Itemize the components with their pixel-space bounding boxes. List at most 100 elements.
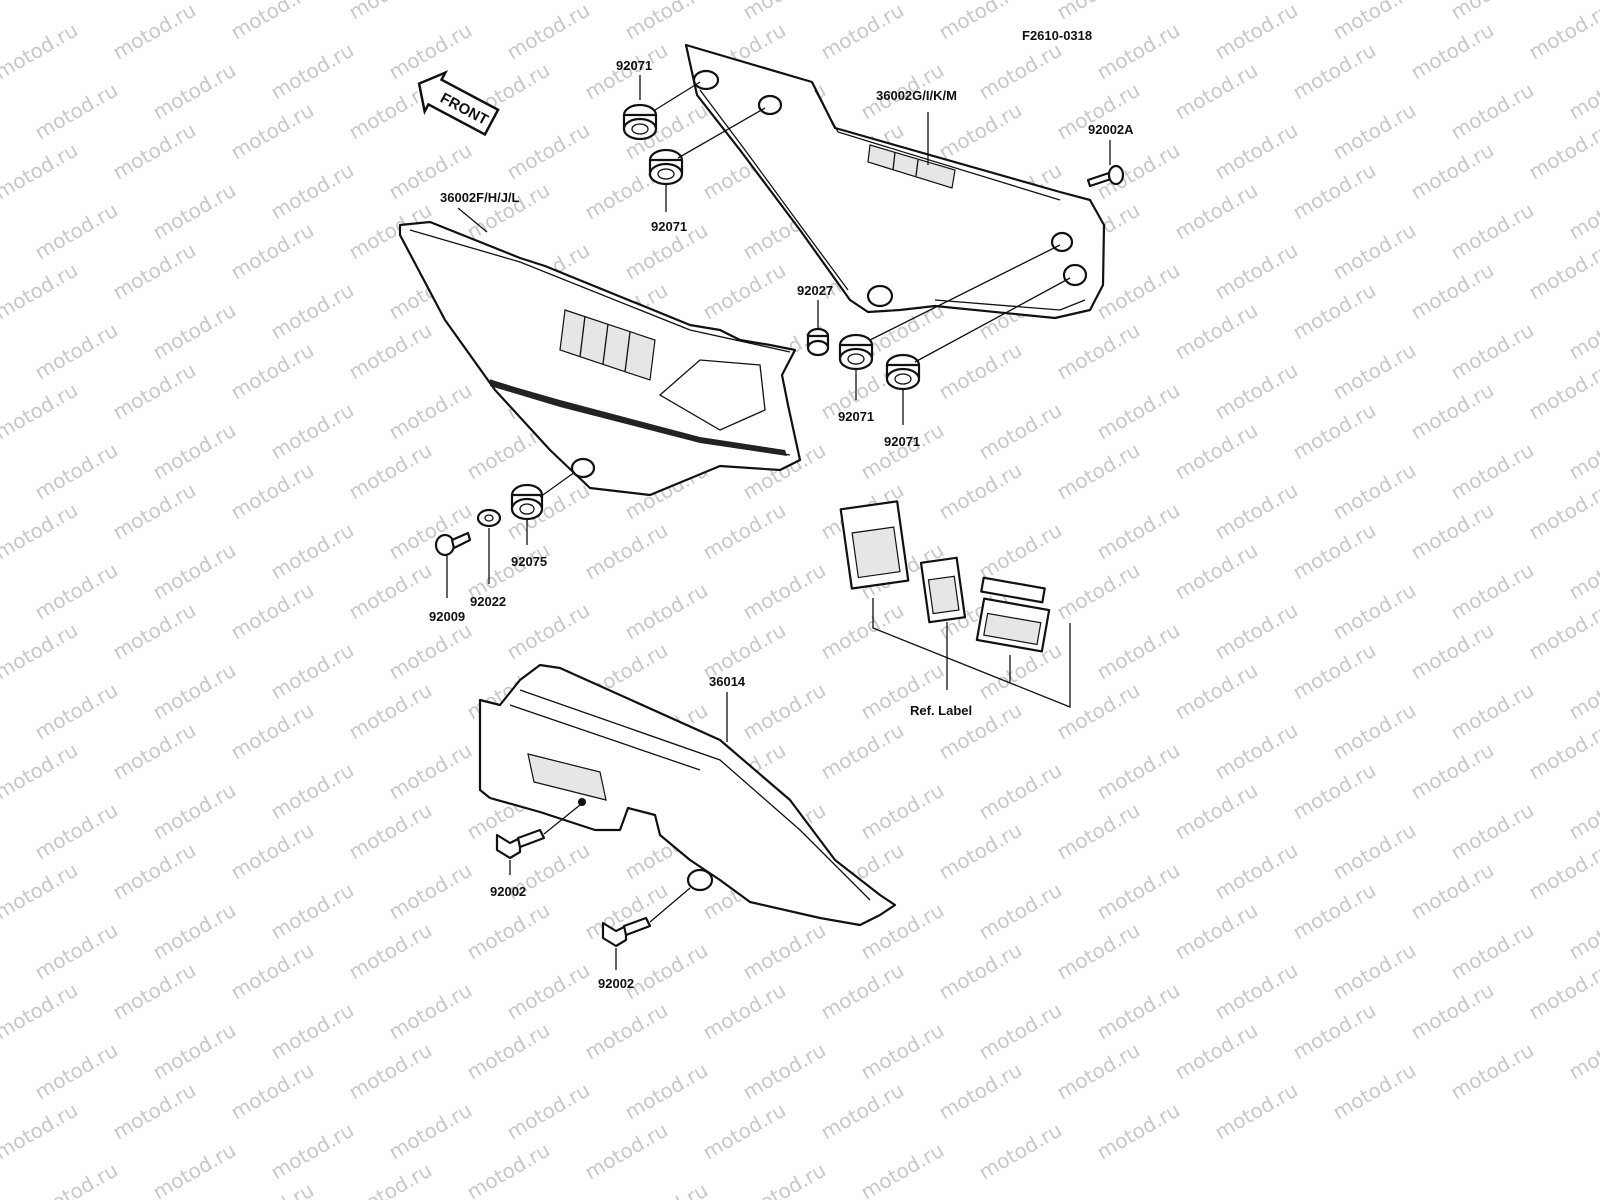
watermark-text: motod.ru (1407, 978, 1498, 1045)
watermark-text: motod.ru (1211, 238, 1302, 305)
watermark-text: motod.ru (1211, 1078, 1302, 1145)
watermark-text: motod.ru (267, 758, 358, 825)
watermark-text: motod.ru (935, 0, 1026, 44)
callout-92075: 92075 (511, 554, 547, 569)
watermark-text: motod.ru (1171, 178, 1262, 245)
watermark-text: motod.ru (149, 298, 240, 365)
watermark-text: motod.ru (1565, 898, 1600, 965)
watermark-text: motod.ru (857, 0, 948, 4)
watermark-text: motod.ru (149, 418, 240, 485)
watermark-text: motod.ru (31, 318, 122, 385)
watermark-text: motod.ru (1211, 358, 1302, 425)
watermark-text: motod.ru (1447, 318, 1538, 385)
watermark-text: motod.ru (109, 1078, 200, 1145)
watermark-text: motod.ru (1211, 478, 1302, 545)
decal-group (839, 500, 1051, 653)
watermark-text: motod.ru (0, 18, 82, 85)
watermark-text: motod.ru (1171, 538, 1262, 605)
watermark-text: motod.ru (109, 0, 200, 64)
watermark-text: motod.ru (1093, 258, 1184, 325)
watermark-text: motod.ru (1329, 818, 1420, 885)
watermark-text: motod.ru (385, 618, 476, 685)
watermark-text: motod.ru (817, 598, 908, 665)
watermark-text: motod.ru (267, 38, 358, 105)
washer-92022 (476, 508, 502, 528)
watermark-text: motod.ru (975, 998, 1066, 1065)
watermark-text: motod.ru (0, 458, 4, 525)
watermark-text: motod.ru (1329, 0, 1420, 44)
watermark-text: motod.ru (1053, 558, 1144, 625)
watermark-text: motod.ru (109, 718, 200, 785)
watermark-text: motod.ru (1289, 518, 1380, 585)
watermark-text: motod.ru (975, 758, 1066, 825)
watermark-text: motod.ru (345, 798, 436, 865)
watermark-text: motod.ru (227, 1178, 318, 1200)
watermark-text: motod.ru (975, 878, 1066, 945)
watermark-text: motod.ru (1211, 598, 1302, 665)
watermark-text: motod.ru (1447, 438, 1538, 505)
watermark-text: motod.ru (345, 0, 436, 24)
watermark-text: motod.ru (1407, 498, 1498, 565)
watermark-text: motod.ru (31, 918, 122, 985)
watermark-text: motod.ru (0, 978, 82, 1045)
watermark-text: motod.ru (227, 578, 318, 645)
watermark-text: motod.ru (1093, 738, 1184, 805)
watermark-text: motod.ru (817, 958, 908, 1025)
callout-92071-r2: 92071 (884, 434, 920, 449)
watermark-text: motod.ru (31, 1158, 122, 1200)
callout-36014: 36014 (709, 674, 746, 689)
callout-36002fhjl: 36002F/H/J/L (440, 190, 520, 205)
watermark-text: motod.ru (857, 1018, 948, 1085)
watermark-text: motod.ru (227, 818, 318, 885)
watermark-text: motod.ru (31, 798, 122, 865)
watermark-text: motod.ru (149, 658, 240, 725)
watermark-text: motod.ru (621, 578, 712, 645)
watermark-text: motod.ru (1447, 558, 1538, 625)
watermark-text: motod.ru (1289, 638, 1380, 705)
watermark-text: motod.ru (1171, 1018, 1262, 1085)
watermark-text: motod.ru (1329, 338, 1420, 405)
watermark-text: motod.ru (149, 1138, 240, 1200)
watermark-text: motod.ru (503, 958, 594, 1025)
watermark-text: motod.ru (503, 118, 594, 185)
watermark-text: motod.ru (1053, 798, 1144, 865)
watermark-text: motod.ru (0, 858, 82, 925)
watermark-text: motod.ru (31, 78, 122, 145)
watermark-text: motod.ru (935, 818, 1026, 885)
watermark-text: motod.ru (1447, 918, 1538, 985)
watermark-text: motod.ru (0, 338, 4, 405)
watermark-text: motod.ru (1093, 378, 1184, 445)
watermark-text: motod.ru (1053, 1038, 1144, 1105)
watermark-text: motod.ru (385, 738, 476, 805)
watermark-text: motod.ru (1565, 58, 1600, 125)
watermark-text: motod.ru (463, 1138, 554, 1200)
watermark-text: motod.ru (149, 778, 240, 845)
watermark-text: motod.ru (1211, 0, 1302, 64)
watermark-text: motod.ru (1565, 298, 1600, 365)
watermark-text: motod.ru (1211, 718, 1302, 785)
watermark-text: motod.ru (817, 1078, 908, 1145)
watermark-text: motod.ru (267, 278, 358, 345)
watermark-text: motod.ru (0, 578, 4, 645)
watermark-text: motod.ru (699, 978, 790, 1045)
watermark-text: motod.ru (1171, 418, 1262, 485)
watermark-text: motod.ru (149, 178, 240, 245)
watermark-text: motod.ru (1093, 138, 1184, 205)
callout-92071-mid: 92071 (651, 219, 687, 234)
watermark-text: motod.ru (109, 358, 200, 425)
callout-92022: 92022 (470, 594, 506, 609)
watermark-text: motod.ru (227, 98, 318, 165)
watermark-text: motod.ru (0, 498, 82, 565)
watermark-text: motod.ru (581, 998, 672, 1065)
watermark-text: motod.ru (1525, 238, 1600, 305)
watermark-text: motod.ru (1171, 778, 1262, 845)
watermark-text: motod.ru (385, 978, 476, 1045)
watermark-text: motod.ru (227, 458, 318, 525)
watermark-text: motod.ru (699, 258, 790, 325)
watermark-text: motod.ru (109, 838, 200, 905)
watermark-text: motod.ru (31, 198, 122, 265)
callout-92071-r1: 92071 (838, 409, 874, 424)
watermark-text: motod.ru (1565, 418, 1600, 485)
watermark-text: motod.ru (385, 498, 476, 565)
watermark-text: motod.ru (935, 1058, 1026, 1125)
